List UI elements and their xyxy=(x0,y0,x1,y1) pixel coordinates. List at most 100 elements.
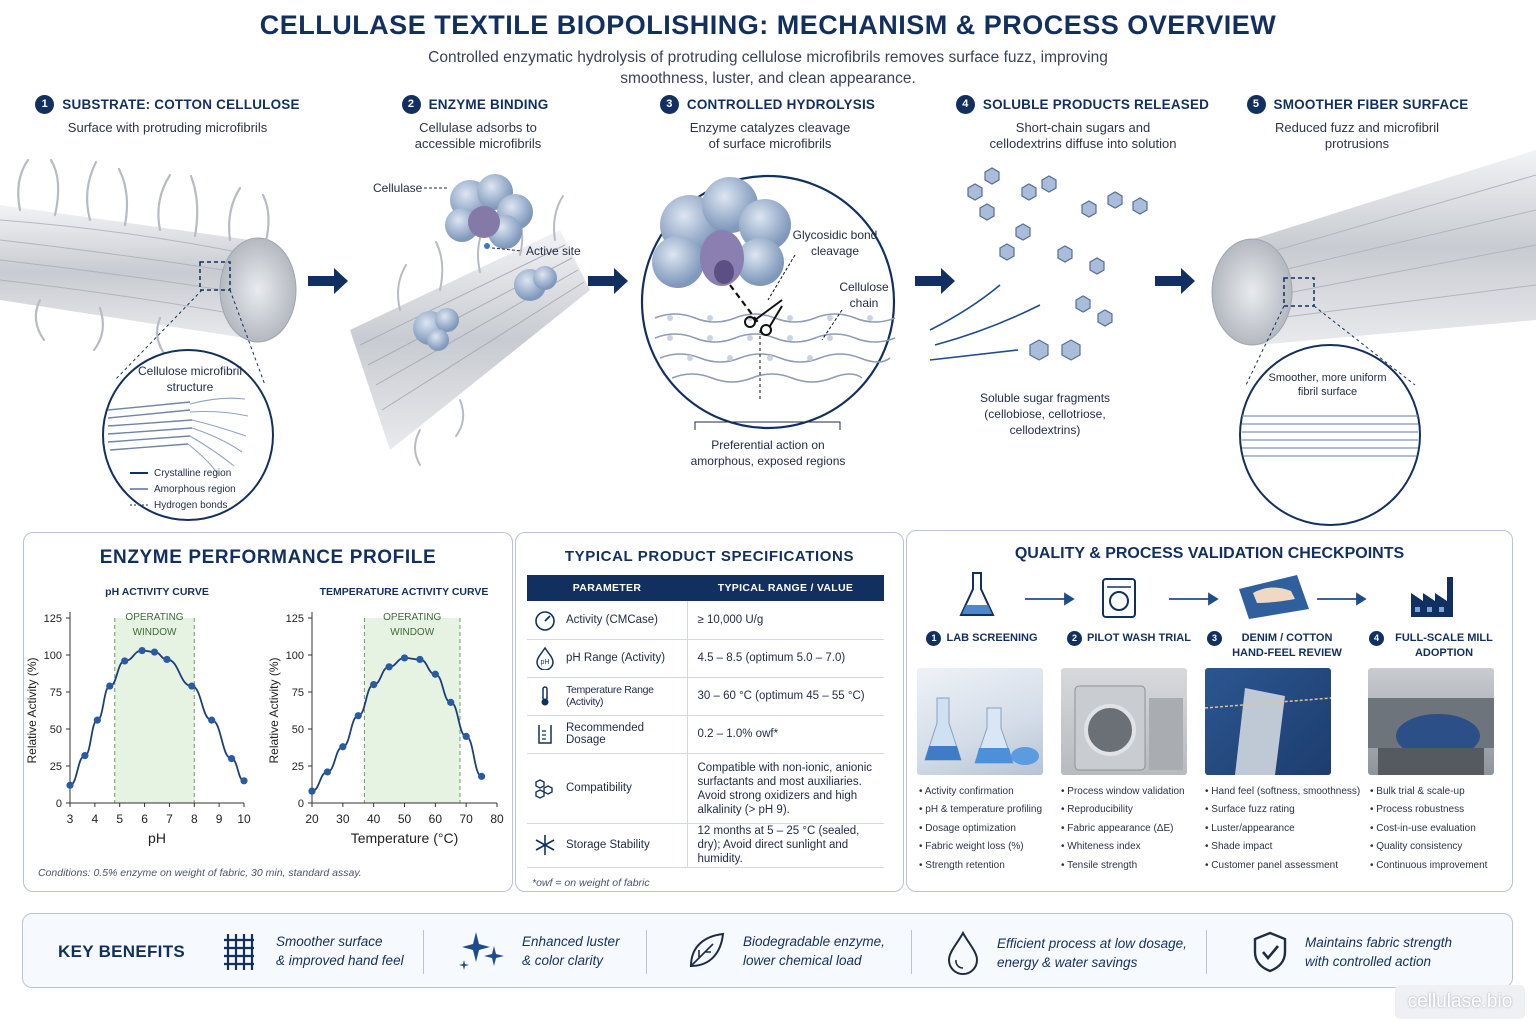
scissors-icon xyxy=(744,299,783,336)
operating-window xyxy=(114,618,195,803)
list-item: Tensile strength xyxy=(1061,857,1185,875)
diffusion-arrows xyxy=(929,284,1041,361)
param-label: Storage Stability xyxy=(566,839,650,851)
checkpoint-1-list: Activity confirmationpH & temperature pr… xyxy=(919,783,1042,875)
lab-photo xyxy=(917,668,1043,775)
y-tick-label: 50 xyxy=(50,724,62,736)
data-point xyxy=(477,772,486,780)
data-point xyxy=(240,777,248,785)
x-tick-label: 4 xyxy=(92,812,99,826)
x-tick-label: 80 xyxy=(490,812,504,826)
ph-drop-icon: pH xyxy=(536,646,554,670)
list-item: Reproducibility xyxy=(1061,801,1185,819)
param-label: Activity (CMCase) xyxy=(566,613,659,626)
list-item: Hand feel (softness, smoothness) xyxy=(1205,783,1360,801)
key-benefits-title: KEY BENEFITS xyxy=(58,942,186,961)
step-desc: Short-chain sugars and cellodextrins dif… xyxy=(989,120,1177,151)
y-tick-label: 25 xyxy=(50,761,62,773)
step-title: SMOOTHER FIBER SURFACE xyxy=(1273,97,1469,112)
flow-arrows xyxy=(1025,592,1367,606)
owf-footnote: *owf = on weight of fabric xyxy=(532,877,650,889)
divider xyxy=(911,930,912,974)
gauge-icon xyxy=(535,610,555,631)
param-label: Compatibility xyxy=(566,782,632,794)
mill-photo xyxy=(1368,668,1494,775)
x-tick-label: 20 xyxy=(305,812,319,826)
data-point xyxy=(354,712,362,720)
svg-text:pH: pH xyxy=(541,659,550,666)
key-benefits-bar: KEY BENEFITS Smoother surface& improved … xyxy=(22,913,1513,988)
quality-panel: QUALITY & PROCESS VALIDATION CHECKPOINTS… xyxy=(906,530,1513,892)
table-row: Temperature Range (Activity) 30 – 60 °C … xyxy=(527,677,884,716)
benefit-line: Maintains fabric strength xyxy=(1305,935,1453,950)
table-row: Activity (CMCase) ≥ 10,000 U/g xyxy=(527,601,884,640)
beaker-icon xyxy=(538,725,552,744)
y-tick-label: 125 xyxy=(286,613,304,625)
benefit-line: Enhanced luster xyxy=(522,934,620,949)
data-point xyxy=(66,781,74,789)
smooth-fiber-illustration xyxy=(1211,150,1536,526)
benefit-line: Efficient process at low dosage, xyxy=(997,936,1187,951)
data-point xyxy=(400,654,409,662)
param-value: 12 months at 5 – 25 °C (sealed, dry); Av… xyxy=(687,823,884,868)
checkpoint-number: 2 xyxy=(1067,631,1083,646)
divider xyxy=(646,930,647,974)
y-tick-label: 0 xyxy=(298,798,304,810)
cotton-fiber-illustration xyxy=(0,158,297,386)
data-point xyxy=(431,670,439,678)
list-item: Continuous improvement xyxy=(1370,857,1487,875)
sparkle-icon xyxy=(459,932,504,970)
process-arrows xyxy=(308,268,1195,294)
x-tick-label: 10 xyxy=(237,812,251,826)
y-tick-label: 100 xyxy=(286,650,304,662)
y-axis-label: Relative Activity (%) xyxy=(25,657,39,763)
benefit-efficient: Efficient process at low dosage, energy &… xyxy=(945,930,1187,976)
denim-hand-icon xyxy=(1239,575,1309,619)
table-row: Compatibility Compatible with non-ionic,… xyxy=(527,753,884,824)
data-point xyxy=(416,655,424,664)
divider xyxy=(423,930,424,974)
leaf-icon xyxy=(689,932,725,968)
list-item: pH & temperature profiling xyxy=(919,801,1042,819)
step-number: 5 xyxy=(1246,95,1266,114)
data-point xyxy=(163,655,171,664)
data-point xyxy=(208,716,216,724)
checkpoint-title: PILOT WASH TRIAL xyxy=(1087,632,1191,644)
benefit-line: energy & water savings xyxy=(997,955,1138,970)
window-label: OPERATING xyxy=(125,612,183,623)
list-item: Fabric weight loss (%) xyxy=(919,838,1042,856)
window-label: WINDOW xyxy=(133,627,177,638)
data-point xyxy=(339,743,347,751)
window-label: WINDOW xyxy=(390,627,434,638)
soluble-fragments xyxy=(967,167,1148,361)
y-tick-label: 25 xyxy=(292,761,304,773)
list-item: Whiteness index xyxy=(1061,838,1185,856)
benefit-luster: Enhanced luster& color clarity xyxy=(456,930,620,972)
pilot-wash-photo xyxy=(1061,668,1187,775)
param-label: Recommended Dosage xyxy=(566,722,644,746)
checkpoint-2-list: Process window validationReproducibility… xyxy=(1061,783,1185,875)
x-axis-label: pH xyxy=(148,830,166,846)
fabric-grid-icon xyxy=(224,934,254,970)
x-tick-label: 50 xyxy=(398,812,412,826)
window-label: OPERATING xyxy=(383,612,441,623)
param-value: 0.2 – 1.0% owf* xyxy=(687,715,884,754)
data-point xyxy=(308,787,316,795)
activity-charts: pH ACTIVITY CURVEOPERATINGWINDOW02550751… xyxy=(25,586,504,846)
checkpoint-number: 1 xyxy=(926,631,942,646)
checkpoint-number: 3 xyxy=(1207,631,1222,646)
snowflake-icon xyxy=(535,835,555,855)
data-point xyxy=(462,732,470,740)
list-item: Bulk trial & scale-up xyxy=(1370,783,1487,801)
step-number: 2 xyxy=(401,95,421,114)
data-point xyxy=(447,698,455,706)
specs-title: TYPICAL PRODUCT SPECIFICATIONS xyxy=(564,548,855,565)
data-point xyxy=(370,681,378,689)
specs-table: PARAMETER TYPICAL RANGE / VALUE Activity… xyxy=(527,575,884,868)
mechanism-illustration xyxy=(0,150,1536,526)
list-item: Fabric appearance (ΔE) xyxy=(1061,820,1185,838)
checkpoint-3-list: Hand feel (softness, smoothness)Surface … xyxy=(1205,783,1360,875)
y-tick-label: 0 xyxy=(56,798,62,810)
